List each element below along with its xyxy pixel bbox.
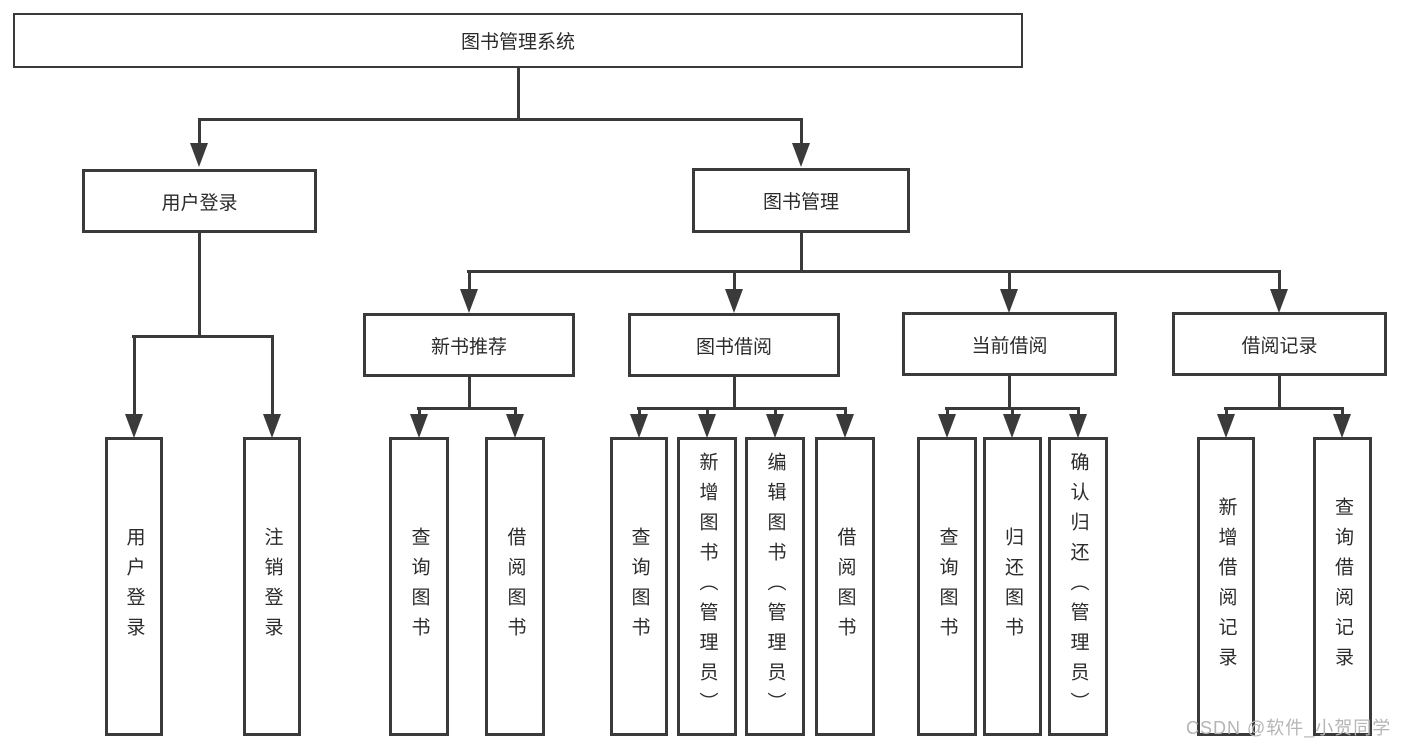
connector-line — [468, 270, 471, 292]
leaf-borrow-books-recommend: 借阅图书 — [485, 437, 545, 736]
connector-line — [1341, 407, 1344, 417]
leaf-label: 查询图书 — [628, 526, 650, 647]
arrow-down-icon — [410, 414, 428, 438]
leaf-label: 查询图书 — [408, 526, 430, 647]
connector-line — [1011, 407, 1014, 417]
connector-line — [271, 335, 274, 417]
connector-line — [517, 67, 520, 121]
leaf-label: 用户登录 — [123, 526, 145, 647]
node-borrow-records: 借阅记录 — [1172, 312, 1387, 376]
leaf-label: 编辑图书（管理员） — [764, 451, 786, 722]
arrow-down-icon — [766, 414, 784, 438]
node-book-borrow: 图书借阅 — [628, 313, 840, 377]
leaf-query-borrow-record: 查询借阅记录 — [1313, 437, 1372, 736]
leaf-borrow-books: 借阅图书 — [815, 437, 875, 736]
connector-line — [1008, 375, 1011, 410]
connector-line — [638, 407, 641, 417]
arrow-down-icon — [1000, 289, 1018, 313]
connector-line — [1225, 407, 1228, 417]
arrow-down-icon — [630, 414, 648, 438]
connector-line — [417, 407, 517, 410]
arrow-down-icon — [1270, 289, 1288, 313]
leaf-add-book-admin: 新增图书（管理员） — [677, 437, 737, 736]
connector-line — [800, 118, 803, 146]
leaf-edit-book-admin: 编辑图书（管理员） — [745, 437, 805, 736]
connector-line — [514, 407, 517, 417]
arrow-down-icon — [698, 414, 716, 438]
connector-line — [467, 270, 1281, 273]
connector-line — [468, 377, 471, 410]
arrow-down-icon — [1003, 414, 1021, 438]
leaf-label: 注销登录 — [261, 526, 283, 647]
connector-line — [1077, 407, 1080, 417]
connector-line — [198, 118, 803, 121]
leaf-label: 查询借阅记录 — [1332, 496, 1353, 677]
leaf-query-books-current: 查询图书 — [917, 437, 977, 736]
connector-line — [198, 118, 201, 146]
leaf-label: 借阅图书 — [834, 526, 856, 647]
csdn-watermark: CSDN @软件_小贺同学 — [1186, 718, 1392, 738]
node-new-book-recommend: 新书推荐 — [363, 313, 575, 377]
leaf-add-borrow-record: 新增借阅记录 — [1197, 437, 1255, 736]
connector-line — [1008, 270, 1011, 292]
arrow-down-icon — [263, 414, 281, 438]
leaf-return-book: 归还图书 — [983, 437, 1042, 736]
arrow-down-icon — [1069, 414, 1087, 438]
node-user-login: 用户登录 — [82, 169, 317, 233]
leaf-label: 确认归还（管理员） — [1067, 451, 1089, 722]
arrow-down-icon — [125, 414, 143, 438]
arrow-down-icon — [190, 143, 208, 167]
leaf-label: 新增借阅记录 — [1215, 496, 1237, 677]
connector-line — [637, 407, 847, 410]
connector-line — [800, 233, 803, 273]
leaf-query-books-recommend: 查询图书 — [389, 437, 449, 736]
node-current-borrow: 当前借阅 — [902, 312, 1117, 376]
connector-line — [132, 335, 273, 338]
leaf-user-login: 用户登录 — [105, 437, 163, 736]
leaf-label: 借阅图书 — [504, 526, 526, 647]
connector-line — [1278, 375, 1281, 410]
arrow-down-icon — [506, 414, 524, 438]
leaf-label: 查询图书 — [936, 526, 958, 647]
arrow-down-icon — [1217, 414, 1235, 438]
leaf-confirm-return-admin: 确认归还（管理员） — [1048, 437, 1108, 736]
connector-line — [733, 377, 736, 410]
connector-line — [706, 407, 709, 417]
arrow-down-icon — [792, 143, 810, 167]
connector-line — [1278, 270, 1281, 292]
leaf-logout: 注销登录 — [243, 437, 301, 736]
connector-line — [133, 335, 136, 417]
node-root: 图书管理系统 — [13, 13, 1023, 68]
connector-line — [1224, 407, 1344, 410]
connector-line — [733, 270, 736, 292]
arrow-down-icon — [725, 289, 743, 313]
leaf-query-books-borrow: 查询图书 — [610, 437, 668, 736]
leaf-label: 归还图书 — [1002, 526, 1023, 647]
arrow-down-icon — [836, 414, 854, 438]
connector-line — [946, 407, 949, 417]
arrow-down-icon — [938, 414, 956, 438]
connector-line — [774, 407, 777, 417]
arrow-down-icon — [460, 289, 478, 313]
connector-line — [198, 233, 201, 338]
connector-line — [418, 407, 421, 417]
connector-line — [844, 407, 847, 417]
leaf-label: 新增图书（管理员） — [696, 451, 718, 722]
arrow-down-icon — [1333, 414, 1351, 438]
node-book-management: 图书管理 — [692, 168, 910, 233]
